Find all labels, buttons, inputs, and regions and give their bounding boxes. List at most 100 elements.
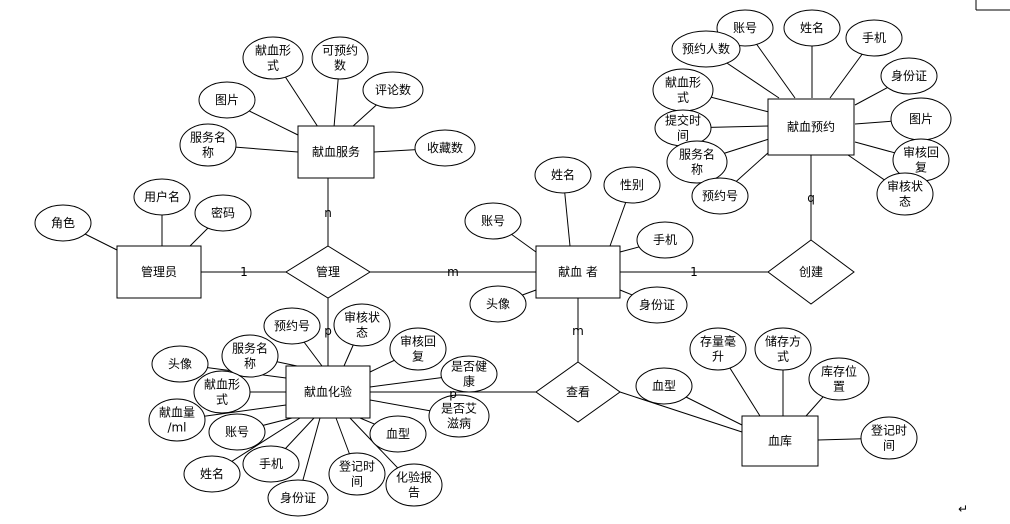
entity-test: 献血化验 <box>285 365 371 419</box>
attribute-test: 献血形式 <box>193 370 251 414</box>
attribute-label: 储存方式 <box>765 334 801 364</box>
attribute-label: 审核回复 <box>903 145 939 175</box>
attribute-label: 预约号 <box>274 318 310 333</box>
attribute-donor: 手机 <box>636 221 694 259</box>
cardinality-label: m <box>572 324 584 338</box>
attribute-label: 头像 <box>486 297 510 311</box>
attribute-bank: 登记时间 <box>860 416 918 460</box>
attribute-reservation: 预约人数 <box>671 30 741 68</box>
attribute-test: 献血量/ml <box>148 398 206 442</box>
attribute-test: 账号 <box>208 413 266 451</box>
attribute-label: 登记时间 <box>871 423 907 453</box>
attribute-label: 手机 <box>653 233 677 247</box>
attribute-label: 服务名称 <box>232 341 268 371</box>
attribute-label: 身份证 <box>639 297 675 312</box>
entity-service: 献血服务 <box>297 125 375 179</box>
attribute-label: 是否艾滋病 <box>441 402 477 431</box>
attribute-test: 是否健康 <box>440 355 498 393</box>
attribute-label: 姓名 <box>551 167 575 182</box>
attribute-label: 审核回复 <box>400 334 436 364</box>
attribute-label: 角色 <box>51 216 75 230</box>
cardinality-label: q <box>807 191 815 205</box>
attribute-label: 审核状态 <box>887 179 923 209</box>
attribute-bank: 储存方式 <box>754 327 812 371</box>
entity-label: 献血 者 <box>558 264 598 279</box>
attribute-donor: 身份证 <box>626 286 688 324</box>
entity-reservation: 献血预约 <box>767 98 855 156</box>
cardinality-label: m <box>447 265 459 279</box>
attribute-label: 收藏数 <box>427 140 463 155</box>
attribute-label: 血型 <box>386 427 410 441</box>
attribute-label: 账号 <box>481 214 505 228</box>
attribute-label: 评论数 <box>375 82 411 97</box>
cardinality-label: 1 <box>240 265 248 279</box>
attribute-reservation: 手机 <box>845 19 903 57</box>
paragraph-mark: ↵ <box>958 502 968 516</box>
entity-label: 献血服务 <box>312 144 360 159</box>
attribute-test: 身份证 <box>267 479 329 517</box>
attribute-admin: 角色 <box>34 204 92 242</box>
entity-bank: 血库 <box>741 415 819 467</box>
attribute-service: 服务名称 <box>179 123 237 167</box>
attribute-label: 身份证 <box>280 490 316 505</box>
attribute-bank: 血型 <box>635 367 693 405</box>
attribute-label: 姓名 <box>200 466 224 481</box>
attribute-label: 可预约数 <box>322 43 358 73</box>
attribute-label: 密码 <box>211 205 235 220</box>
attribute-reservation: 审核状态 <box>876 172 934 216</box>
attribute-label: 用户名 <box>144 189 180 204</box>
attribute-label: 审核状态 <box>344 310 380 340</box>
cardinality-label: p <box>324 324 332 338</box>
relationship-label: 查看 <box>566 385 590 399</box>
attribute-label: 头像 <box>168 357 192 371</box>
relationship-view: 查看 <box>535 361 621 423</box>
attribute-reservation: 审核回复 <box>892 138 950 182</box>
attribute-test: 审核状态 <box>333 303 391 347</box>
entity-donor: 献血 者 <box>535 245 621 299</box>
attribute-service: 献血形式 <box>242 36 304 80</box>
attribute-label: 预约号 <box>702 188 738 203</box>
attribute-label: 血型 <box>652 379 676 393</box>
attribute-label: 图片 <box>215 93 239 107</box>
attribute-test: 服务名称 <box>221 334 279 378</box>
link-view-bank <box>619 391 743 433</box>
attribute-donor: 姓名 <box>534 156 592 194</box>
attribute-test: 审核回复 <box>389 327 447 371</box>
relationship-label: 管理 <box>316 264 340 279</box>
attribute-test: 头像 <box>151 345 209 383</box>
attribute-donor: 账号 <box>464 202 522 240</box>
attribute-bank: 存量毫升 <box>689 327 747 371</box>
attribute-label: 账号 <box>225 425 249 439</box>
relationship-label: 创建 <box>799 265 823 279</box>
attribute-label: 是否健康 <box>451 360 487 389</box>
attribute-bank: 库存位置 <box>808 357 870 401</box>
relationship-manage: 管理 <box>285 245 371 299</box>
attribute-reservation: 服务名称 <box>666 140 728 184</box>
attribute-label: 提交时间 <box>665 113 701 143</box>
entity-label: 管理员 <box>141 264 177 279</box>
attribute-label: 手机 <box>259 457 283 471</box>
attribute-label: 服务名称 <box>679 147 715 177</box>
entity-label: 献血预约 <box>787 119 835 134</box>
attribute-admin: 密码 <box>194 194 252 232</box>
attribute-label: 预约人数 <box>682 41 730 56</box>
attribute-test: 手机 <box>242 445 300 483</box>
cardinality-label: p <box>449 387 457 401</box>
attribute-reservation: 身份证 <box>880 57 938 95</box>
attribute-label: 库存位置 <box>821 364 857 394</box>
attribute-test: 姓名 <box>183 455 241 493</box>
attribute-label: 账号 <box>733 21 757 35</box>
attribute-label: 献血形式 <box>665 75 701 105</box>
attribute-label: 身份证 <box>891 68 927 83</box>
attribute-label: 化验报告 <box>396 470 432 500</box>
attribute-reservation: 图片 <box>890 97 952 141</box>
attribute-label: 手机 <box>862 31 886 45</box>
attribute-label: 献血形式 <box>204 377 240 407</box>
attribute-reservation: 提交时间 <box>654 109 712 147</box>
attribute-donor: 性别 <box>603 166 661 204</box>
attribute-label: 献血量/ml <box>159 405 195 435</box>
entity-admin: 管理员 <box>116 245 202 299</box>
attribute-label: 存量毫升 <box>700 334 736 364</box>
attribute-label: 献血形式 <box>255 43 291 73</box>
